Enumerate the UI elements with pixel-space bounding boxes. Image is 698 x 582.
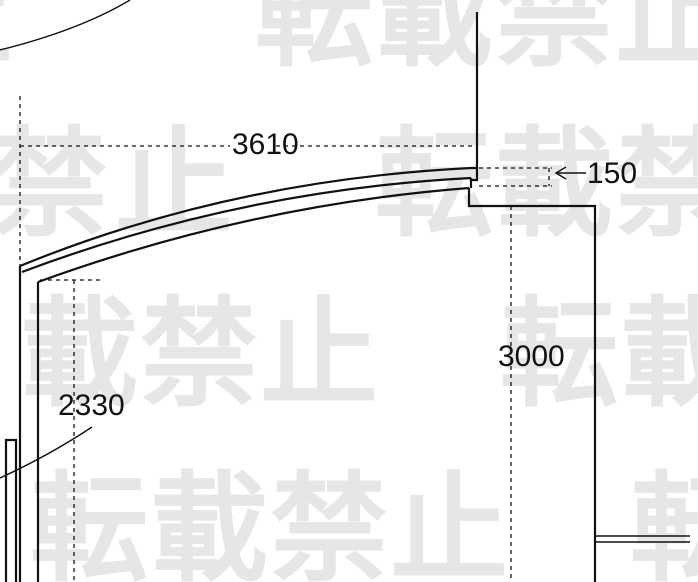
watermark-char: 載 xyxy=(20,285,138,423)
watermark-char: 転 xyxy=(630,460,698,582)
watermark-char: 禁 xyxy=(0,115,108,253)
dim-2330-label: 2330 xyxy=(58,389,125,422)
watermark-char: 転 xyxy=(500,285,618,423)
dim-2330-leader xyxy=(0,426,93,479)
watermark-char: 禁 xyxy=(270,460,388,582)
roof-inner-line xyxy=(21,176,472,274)
watermark-char: 転 xyxy=(30,460,148,582)
watermark-char: 止 xyxy=(615,0,698,83)
watermark-char: 止 xyxy=(0,0,13,83)
watermark-char: 禁 xyxy=(140,285,258,423)
watermark-char: 転 xyxy=(255,0,373,83)
watermark-char: 禁 xyxy=(495,0,613,83)
dim-3000-label: 3000 xyxy=(498,340,565,373)
watermark-char: 禁 xyxy=(615,115,698,253)
dim-150-arrow-head xyxy=(554,166,567,180)
dim-3610-label: 3610 xyxy=(232,128,299,161)
ceiling-line xyxy=(37,186,470,284)
watermark-char: 止 xyxy=(260,285,378,423)
watermark-char: 載 xyxy=(150,460,268,582)
watermark-char: 載 xyxy=(495,115,613,253)
dim-150-label: 150 xyxy=(587,157,637,190)
watermark-char: 止 xyxy=(390,460,508,582)
left-post xyxy=(4,438,18,582)
roof-outer-line xyxy=(19,166,472,268)
watermark-char: 載 xyxy=(375,0,493,83)
top-left-arc xyxy=(0,0,131,51)
watermark-char: 止 xyxy=(115,115,233,253)
right-wall xyxy=(467,188,597,582)
watermark-char: 載 xyxy=(620,285,698,423)
